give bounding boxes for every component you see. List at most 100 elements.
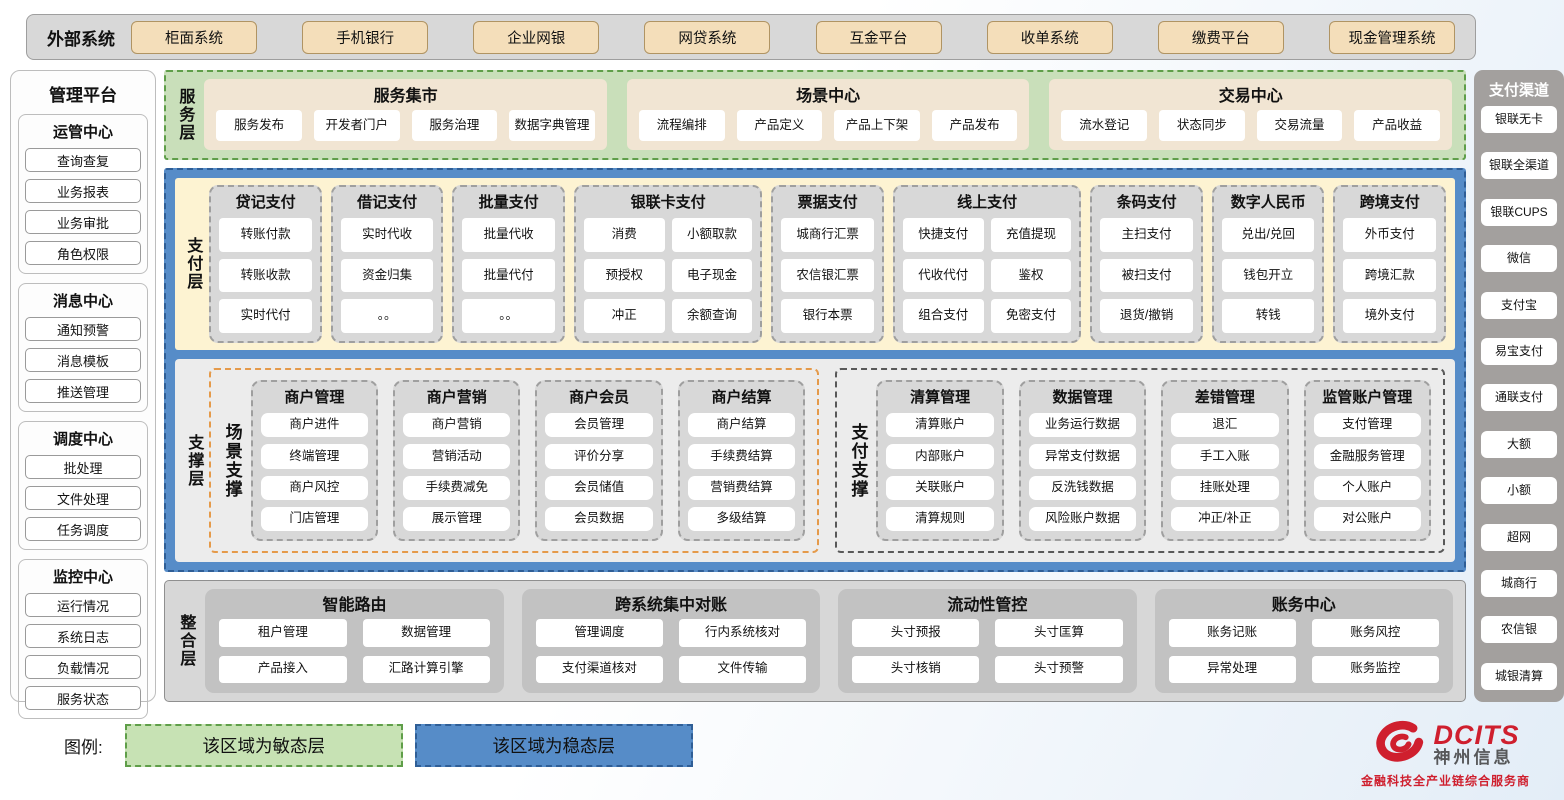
service-item-box: 状态同步: [1159, 110, 1245, 141]
support-item-box: 退汇: [1171, 413, 1279, 438]
service-item-box: 流程编排: [638, 110, 725, 141]
payment-channel-box: 支付宝: [1481, 291, 1557, 319]
payment-column-items: 批量代收批量代付。。: [462, 218, 555, 333]
support-column-title: 商户会员: [569, 389, 630, 406]
brand-name: DCITS: [1433, 719, 1520, 750]
payment-columns: 贷记支付 转账付款转账收款实时代付 借记支付 实时代收资金归集。。: [209, 185, 1447, 343]
management-group: 消息中心 通知预警消息模板推送管理: [18, 283, 148, 412]
support-column-items: 商户营销营销活动手续费减免展示管理: [403, 413, 511, 531]
payment-item-box: 实时代付: [219, 299, 312, 333]
external-system-box: 柜面系统: [131, 20, 257, 54]
management-group-title: 调度中心: [52, 431, 113, 448]
payment-column: 贷记支付 转账付款转账收款实时代付: [209, 185, 322, 343]
management-group-items: 查询查复业务报表业务审批角色权限: [25, 148, 141, 265]
service-panel-items: 流水登记状态同步交易流量产品收益: [1061, 110, 1440, 141]
payment-channel-box: 小额: [1481, 477, 1557, 505]
integration-panel-items: 头寸预报头寸匡算头寸核销头寸预警: [852, 619, 1123, 683]
legend-box-text: 该区域为敏态层: [202, 736, 325, 756]
payment-column-items: 转账付款转账收款实时代付: [219, 218, 312, 333]
support-column: 商户营销 商户营销营销活动手续费减免展示管理: [393, 380, 521, 541]
support-item-box: 多级结算: [687, 506, 796, 531]
payment-item-box: 余额查询: [671, 299, 753, 333]
payment-channel-box: 银联全渠道: [1481, 152, 1557, 180]
service-item-box: 产品上下架: [834, 110, 920, 141]
support-group-label: 场景支撑: [222, 422, 242, 499]
service-item-box: 服务发布: [216, 110, 302, 141]
integration-item-box: 租户管理: [219, 619, 347, 647]
support-group-label: 支付支撑: [848, 422, 868, 499]
management-item-box: 任务调度: [25, 517, 141, 541]
payment-item-box: 农信银汇票: [781, 258, 874, 293]
management-item-box: 消息模板: [25, 348, 141, 372]
service-panel: 场景中心 流程编排产品定义产品上下架产品发布: [626, 79, 1030, 150]
service-panel: 服务集市 服务发布开发者门户服务治理数据字典管理: [204, 79, 607, 150]
payment-column-title: 银联卡支付: [630, 194, 706, 211]
integration-item-box: 账务监控: [1311, 655, 1439, 683]
payment-item-box: 快捷支付: [902, 218, 984, 252]
payment-column-items: 实时代收资金归集。。: [340, 218, 434, 333]
payment-column-title: 跨境支付: [1359, 194, 1420, 211]
support-item-box: 个人账户: [1313, 475, 1421, 500]
service-item-box: 产品定义: [736, 110, 823, 141]
payment-item-box: 预授权: [583, 258, 665, 293]
support-item-box: 业务运行数据: [1028, 413, 1137, 438]
management-group: 调度中心 批处理文件处理任务调度: [18, 421, 148, 550]
integration-panel: 智能路由 租户管理数据管理产品接入汇路计算引擎: [205, 589, 504, 693]
payment-column-title: 贷记支付: [235, 194, 296, 211]
support-item-box: 挂账处理: [1171, 475, 1279, 500]
integration-panel: 账务中心 账务记账账务风控异常处理账务监控: [1154, 589, 1453, 693]
support-item-box: 支付管理: [1313, 413, 1421, 438]
payment-column-title: 借记支付: [357, 194, 418, 211]
management-item-box: 负载情况: [25, 655, 141, 679]
payment-item-box: 钱包开立: [1221, 258, 1315, 293]
payment-item-box: 被扫支付: [1100, 258, 1193, 293]
brand-logo-text: DCITS 神州信息: [1433, 721, 1519, 767]
integration-item-box: 账务风控: [1311, 619, 1439, 647]
payment-item-box: 实时代收: [340, 218, 434, 252]
payment-column: 条码支付 主扫支付被扫支付退货/撤销: [1090, 185, 1203, 343]
integration-item-box: 管理调度: [535, 619, 663, 647]
payment-column-title: 线上支付: [957, 194, 1018, 211]
support-group: 支付支撑 清算管理 清算账户内部账户关联账户清算规则: [835, 368, 1445, 553]
integration-item-box: 头寸预报: [852, 619, 980, 647]
support-column: 商户结算 商户结算手续费结算营销费结算多级结算: [677, 380, 806, 541]
support-column-title: 商户结算: [711, 389, 772, 406]
support-item-box: 内部账户: [886, 444, 994, 469]
management-group: 监控中心 运行情况系统日志负载情况服务状态: [18, 559, 148, 719]
support-column: 清算管理 清算账户内部账户关联账户清算规则: [876, 380, 1004, 541]
payment-item-box: 电子现金: [671, 258, 753, 293]
payment-item-box: 冲正: [583, 299, 665, 333]
payment-item-box: 批量代收: [462, 218, 555, 252]
legend-label: 图例:: [64, 738, 103, 757]
integration-item-box: 支付渠道核对: [535, 655, 663, 683]
payment-item-box: 批量代付: [462, 258, 555, 293]
support-group-columns: 商户管理 商户进件终端管理商户风控门店管理 商户营销: [250, 380, 806, 541]
external-systems-bar: 外部系统 柜面系统手机银行企业网银网贷系统互金平台收单系统缴费平台现金管理系统: [26, 14, 1476, 60]
payment-column-title: 数字人民币: [1230, 194, 1306, 211]
payment-channel-box: 银联无卡: [1481, 106, 1557, 133]
management-platform-title: 管理平台: [49, 86, 117, 105]
support-layer: 支撑层 场景支撑 商户管理: [175, 359, 1455, 562]
management-item-box: 业务报表: [25, 179, 141, 203]
support-column: 监管账户管理 支付管理金融服务管理个人账户对公账户: [1303, 380, 1431, 541]
management-item-box: 文件处理: [25, 486, 141, 510]
legend-boxes: 该区域为敏态层 该区域为稳态层: [124, 724, 693, 767]
footer: 图例: 该区域为敏态层 该区域为稳态层 DCITS: [64, 721, 1530, 789]
support-item-box: 清算账户: [886, 413, 994, 438]
external-system-box: 企业网银: [473, 20, 600, 54]
support-column-items: 退汇手工入账挂账处理冲正/补正: [1171, 413, 1279, 531]
management-item-box: 查询查复: [25, 148, 141, 172]
payment-channel-box: 易宝支付: [1481, 338, 1557, 366]
payment-column: 数字人民币 兑出/兑回钱包开立转钱: [1211, 185, 1325, 343]
payment-item-box: 资金归集: [340, 258, 434, 293]
support-item-box: 评价分享: [545, 444, 653, 469]
support-item-box: 风险账户数据: [1028, 506, 1137, 531]
service-item-box: 服务治理: [411, 110, 498, 141]
support-column: 商户管理 商户进件终端管理商户风控门店管理: [250, 380, 379, 541]
support-item-box: 会员数据: [545, 506, 653, 531]
support-item-box: 关联账户: [886, 475, 994, 500]
support-groups: 场景支撑 商户管理 商户进件终端管理商户风控门店管理: [209, 368, 1445, 553]
support-item-box: 终端管理: [260, 444, 369, 469]
